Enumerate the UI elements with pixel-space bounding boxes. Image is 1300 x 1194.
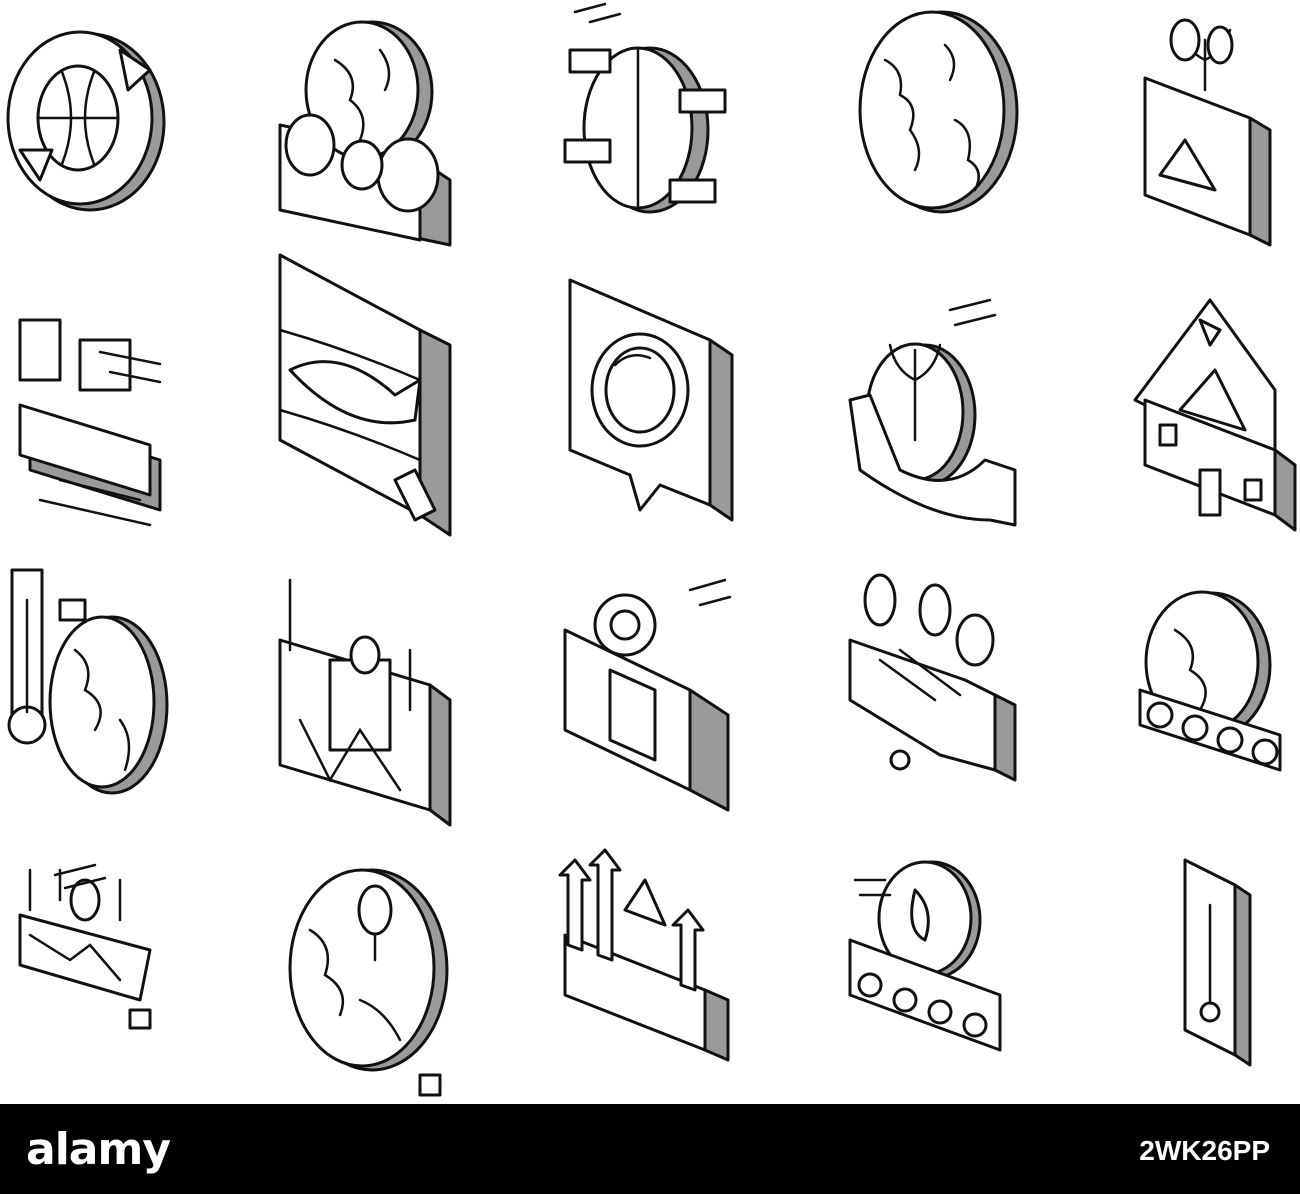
rising-arrows-icon: [558, 848, 730, 1062]
sun-speech-bubble-icon: [568, 278, 734, 522]
stock-photo-footer-bar: alamy 2WK26PP: [0, 1104, 1300, 1194]
thermometer-panel-icon: [1183, 858, 1252, 1067]
recycle-globe-icon: [6, 30, 166, 212]
earth-forest-icon: [278, 20, 452, 247]
plant-battery-icon: [1143, 18, 1272, 247]
house-heat-icon: [1133, 298, 1297, 532]
globe-clouds-icon: [563, 2, 727, 214]
ocean-fish-pollution-icon: [278, 253, 452, 537]
wildfire-globe-icon: [848, 860, 1002, 1052]
flooded-city-icon: [18, 318, 162, 527]
globe-community-icon: [1138, 590, 1282, 772]
planet-tree-icon: [288, 868, 449, 1097]
drought-land-icon: [18, 863, 152, 1030]
image-id-label: 2WK26PP: [1139, 1135, 1270, 1166]
thermometer-globe-icon: [7, 568, 169, 795]
hand-seedling-icon: [848, 298, 1017, 527]
factory-pollution-icon: [278, 578, 452, 827]
brand-logo: alamy: [26, 1124, 171, 1175]
world-map-globe-icon: [858, 10, 1019, 214]
handshake-plants-icon: [848, 573, 1017, 782]
industrial-gear-icon: [563, 578, 732, 812]
isometric-climate-icon-set: [6, 2, 1297, 1097]
